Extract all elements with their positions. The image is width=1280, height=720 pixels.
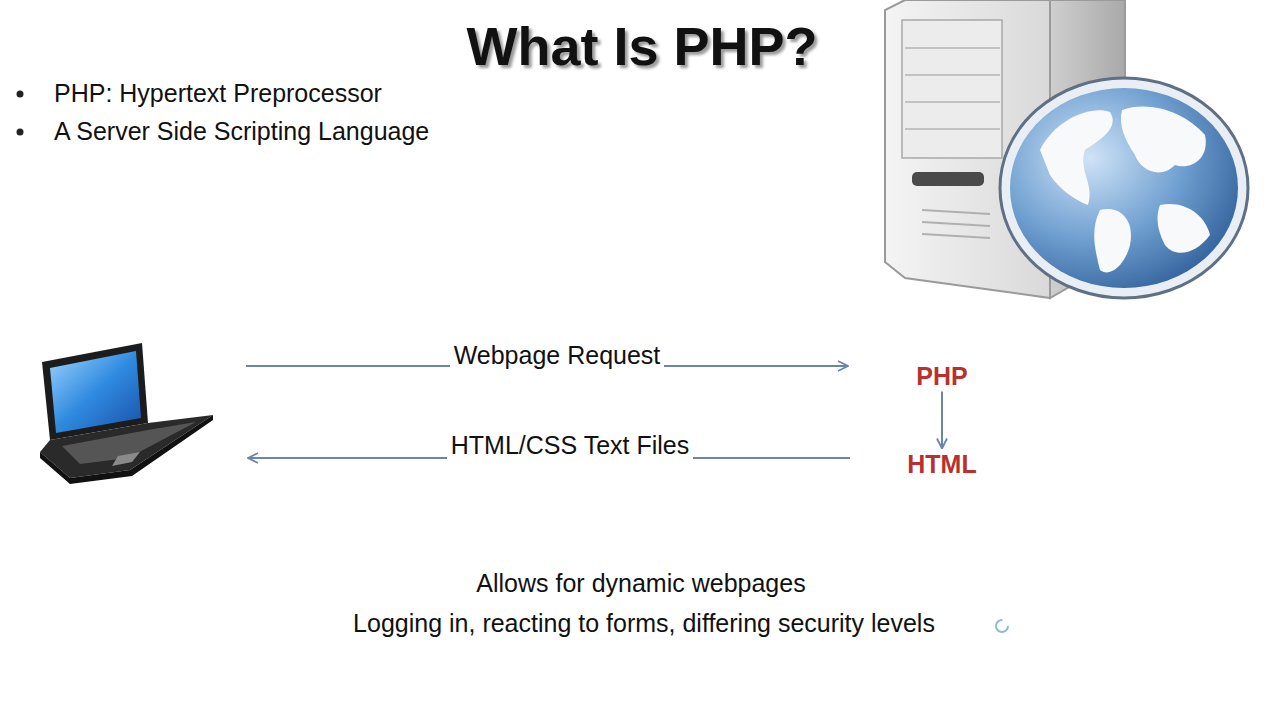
note-text: Logging in, reacting to forms, differing… [353,609,935,638]
server-icon [922,222,990,226]
globe-icon [1040,110,1113,205]
drive-bays [905,101,1000,103]
bullet-dot [17,129,24,136]
server-icon [922,210,990,214]
laptop-icon [40,415,213,478]
laptop-icon [50,351,141,433]
loading-spinner [996,620,1008,632]
server-icon [902,20,1002,158]
laptop-icon [42,343,148,440]
bullet-text: A Server Side Scripting Language [54,117,429,146]
drive-bays [905,74,1000,76]
arrow-label: HTML/CSS Text Files [447,431,693,460]
globe-icon [1000,78,1248,298]
laptop-icon [40,415,213,484]
globe-icon [1010,88,1238,288]
drive-bays [905,128,1000,130]
server-icon [912,172,984,186]
globe-icon [1094,209,1131,272]
step-text-node: HTML [901,448,982,481]
bullet-text: PHP: Hypertext Preprocessor [54,79,382,108]
step-label: PHP [916,362,967,391]
server-icon [922,234,990,238]
server-icon [922,210,990,238]
bullet-dot [17,91,24,98]
note-text: Allows for dynamic webpages [476,569,805,598]
drive-bays [905,48,1000,129]
flow-arrow [941,392,943,449]
slide-title: What Is PHP? [466,15,817,77]
step-text-node: PHP [910,360,973,393]
globe-icon [1158,204,1210,253]
laptop-icon [112,452,140,466]
globe-icon [1000,78,1248,298]
arrow-label: Webpage Request [450,341,665,370]
drive-bays [905,47,1000,49]
globe-icon [1121,106,1206,172]
laptop-icon [40,343,213,484]
step-label: HTML [907,450,976,479]
